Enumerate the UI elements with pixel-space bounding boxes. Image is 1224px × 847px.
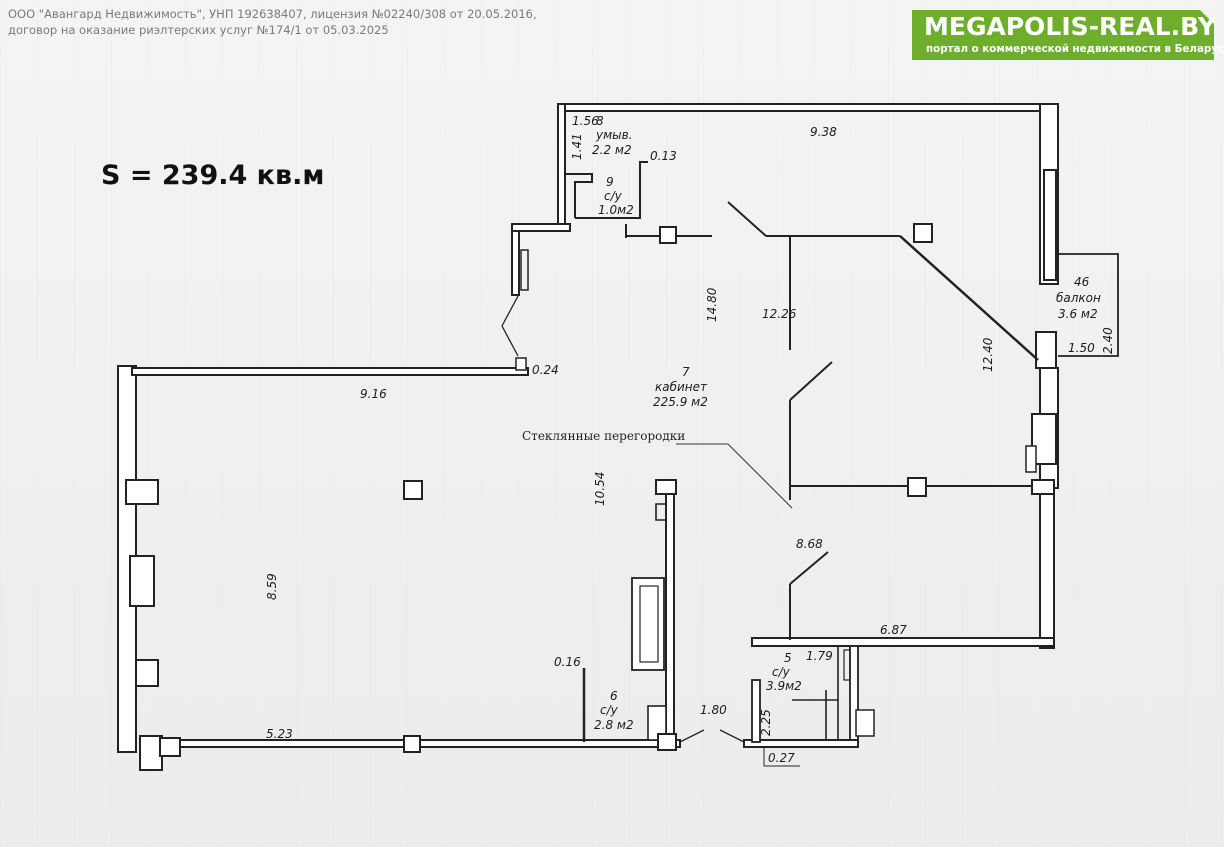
columns xyxy=(403,223,933,753)
dim-240: 2.40 xyxy=(1101,327,1115,354)
dim-225: 2.25 xyxy=(759,709,773,736)
total-area-label: S = 239.4 кв.м xyxy=(101,160,325,191)
dim-1480: 14.80 xyxy=(705,287,719,322)
dim-016: 0.16 xyxy=(554,655,581,669)
dim-013: 0.13 xyxy=(650,149,677,163)
dim-859: 8.59 xyxy=(265,573,279,600)
room-46-area: 3.6 м2 xyxy=(1058,307,1098,321)
room-9-area: 1.0м2 xyxy=(598,203,634,217)
room-7-name: кабинет xyxy=(655,380,708,394)
room-5-name: с/у xyxy=(772,665,791,679)
room-7-area: 225.9 м2 xyxy=(653,395,708,409)
dim-156: 1.56 xyxy=(572,114,599,128)
room-6-name: с/у xyxy=(600,703,619,717)
room-9-number: 9 xyxy=(606,175,614,189)
dim-027: 0.27 xyxy=(768,751,795,765)
legal-line-2: договор на оказание риэлтерских услуг №1… xyxy=(8,23,389,37)
room-6-area: 2.8 м2 xyxy=(594,718,634,732)
room-9-name: с/у xyxy=(604,189,623,203)
room-6-number: 6 xyxy=(610,689,618,703)
bathroom-block-bottom xyxy=(582,479,677,751)
interior-partitions xyxy=(676,201,1039,640)
dim-180: 1.80 xyxy=(700,703,727,717)
glass-partitions-note: Стеклянные перегородки xyxy=(522,429,685,443)
dim-868: 8.68 xyxy=(796,537,823,551)
logo-corner-fold xyxy=(1200,10,1214,24)
room-8-number: 8 xyxy=(596,114,604,128)
dim-1054: 10.54 xyxy=(593,472,607,506)
dim-916: 9.16 xyxy=(360,387,387,401)
dim-938: 9.38 xyxy=(810,125,837,139)
dim-687: 6.87 xyxy=(880,623,907,637)
room-46-name: балкон xyxy=(1056,291,1101,305)
room-5-number: 5 xyxy=(784,651,792,665)
room-46-number: 46 xyxy=(1074,275,1090,289)
room-labels: 7 кабинет 225.9 м2 8 умыв. 2.2 м2 9 с/у … xyxy=(592,114,1101,732)
dim-1240: 12.40 xyxy=(981,337,995,372)
dim-179: 1.79 xyxy=(806,649,833,663)
bathroom-5-interior xyxy=(792,646,851,740)
outer-walls xyxy=(117,103,1119,771)
legal-line-1: ООО "Авангард Недвижимость", УНП 1926384… xyxy=(8,7,537,21)
brand-tagline: портал о коммерческой недвижимости в Бел… xyxy=(926,43,1224,55)
room-8-name: умыв. xyxy=(595,128,633,142)
bathroom-block-top xyxy=(565,161,712,238)
dim-141: 1.41 xyxy=(570,133,584,160)
room-8-area: 2.2 м2 xyxy=(592,143,632,157)
door-swings xyxy=(501,295,745,743)
brand-logo[interactable]: MEGAPOLIS-REAL.BY портал о коммерческой … xyxy=(912,10,1224,60)
dim-1226: 12.26 xyxy=(762,307,797,321)
room-5-area: 3.9м2 xyxy=(766,679,802,693)
legal-notice: ООО "Авангард Недвижимость", УНП 1926384… xyxy=(8,6,537,38)
dimension-labels: 9.38 1.56 1.41 0.13 14.80 12.26 12.40 1.… xyxy=(265,114,1115,767)
dim-024: 0.24 xyxy=(532,363,559,377)
dim-150: 1.50 xyxy=(1068,341,1095,355)
brand-name: MEGAPOLIS-REAL.BY xyxy=(924,12,1216,41)
room-7-number: 7 xyxy=(682,365,690,379)
dim-523: 5.23 xyxy=(266,727,293,741)
